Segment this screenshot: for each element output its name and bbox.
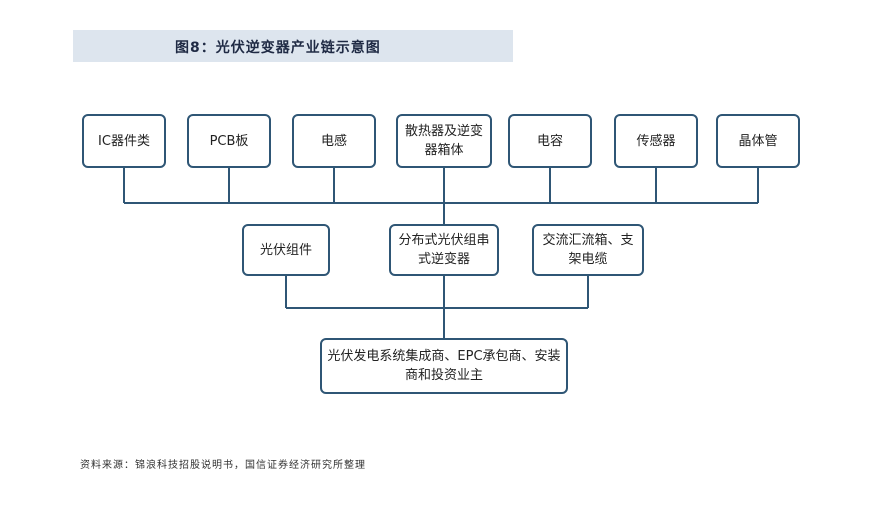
node-ic-devices: IC器件类: [82, 114, 166, 168]
node-sensor: 传感器: [614, 114, 698, 168]
title-banner: [73, 30, 513, 62]
node-transistor: 晶体管: [716, 114, 800, 168]
source-note: 资料来源：锦浪科技招股说明书，国信证券经济研究所整理: [80, 460, 366, 471]
node-inductor: 电感: [292, 114, 376, 168]
node-combiner-cable: 交流汇流箱、支架电缆: [532, 224, 644, 276]
node-pcb: PCB板: [187, 114, 271, 168]
node-system-integrators: 光伏发电系统集成商、EPC承包商、安装商和投资业主: [320, 338, 568, 394]
node-pv-module: 光伏组件: [242, 224, 330, 276]
node-heatsink-enclosure: 散热器及逆变器箱体: [396, 114, 492, 168]
figure-title: 图8：光伏逆变器产业链示意图: [175, 40, 381, 56]
node-capacitor: 电容: [508, 114, 592, 168]
node-string-inverter: 分布式光伏组串式逆变器: [389, 224, 499, 276]
